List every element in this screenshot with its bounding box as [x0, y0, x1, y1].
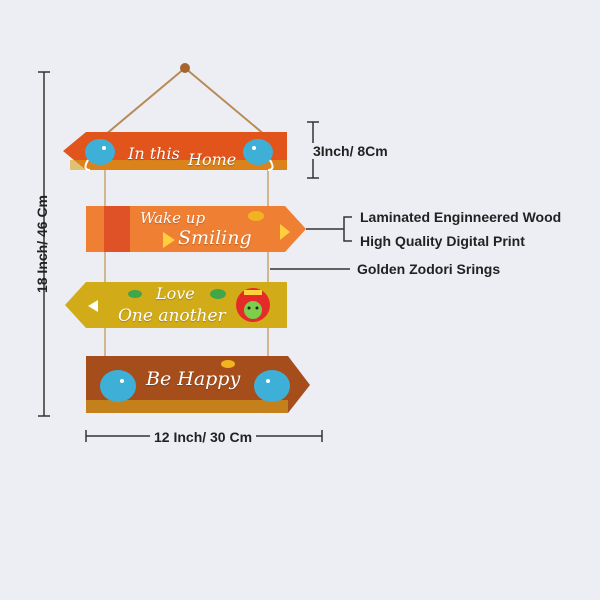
- kathakali-face-icon: [236, 288, 270, 322]
- sign-height-label: 3Inch/ 8Cm: [311, 143, 390, 159]
- hanging-string: [104, 67, 266, 136]
- feature-bracket: [306, 216, 352, 242]
- sign-be-happy: [86, 356, 310, 413]
- leaf-icon: [248, 211, 264, 221]
- material-feature-label: Laminated Enginneered Wood: [360, 209, 562, 225]
- sign2-text-line1: Wake up: [140, 209, 206, 227]
- height-dimension-label: 18 Inch/ 46 Cm: [34, 194, 50, 294]
- sign1-text-line2: Home: [188, 150, 237, 169]
- triangle-motif-icon: [163, 224, 290, 248]
- width-dimension-label: 12 Inch/ 30 Cm: [150, 429, 257, 445]
- elephant-icon: [100, 370, 136, 402]
- leaf-icon: [128, 289, 226, 299]
- connector-strings: [104, 166, 269, 356]
- sign3-text-line1: Love: [156, 284, 195, 303]
- sign-wake-up-smiling: [86, 206, 306, 252]
- height-dimension-line: [38, 71, 50, 417]
- sign-love-one-another: [65, 282, 287, 328]
- sign-in-this-home: [63, 132, 287, 171]
- wall-hook: [180, 63, 190, 73]
- leaf-icon: [221, 360, 235, 368]
- sign2-text-line2: Smiling: [178, 227, 252, 249]
- sign1-text-line1: In this: [128, 144, 180, 163]
- triangle-motif-icon: [88, 300, 98, 312]
- sign3-text-line2: One another: [118, 306, 226, 326]
- strings-feature-label: Golden Zodori Srings: [357, 261, 501, 277]
- elephant-icon: [254, 370, 290, 402]
- elephant-icon: [84, 139, 115, 171]
- print-feature-label: High Quality Digital Print: [360, 233, 525, 249]
- sign4-text: Be Happy: [146, 368, 241, 390]
- elephant-icon: [243, 139, 274, 171]
